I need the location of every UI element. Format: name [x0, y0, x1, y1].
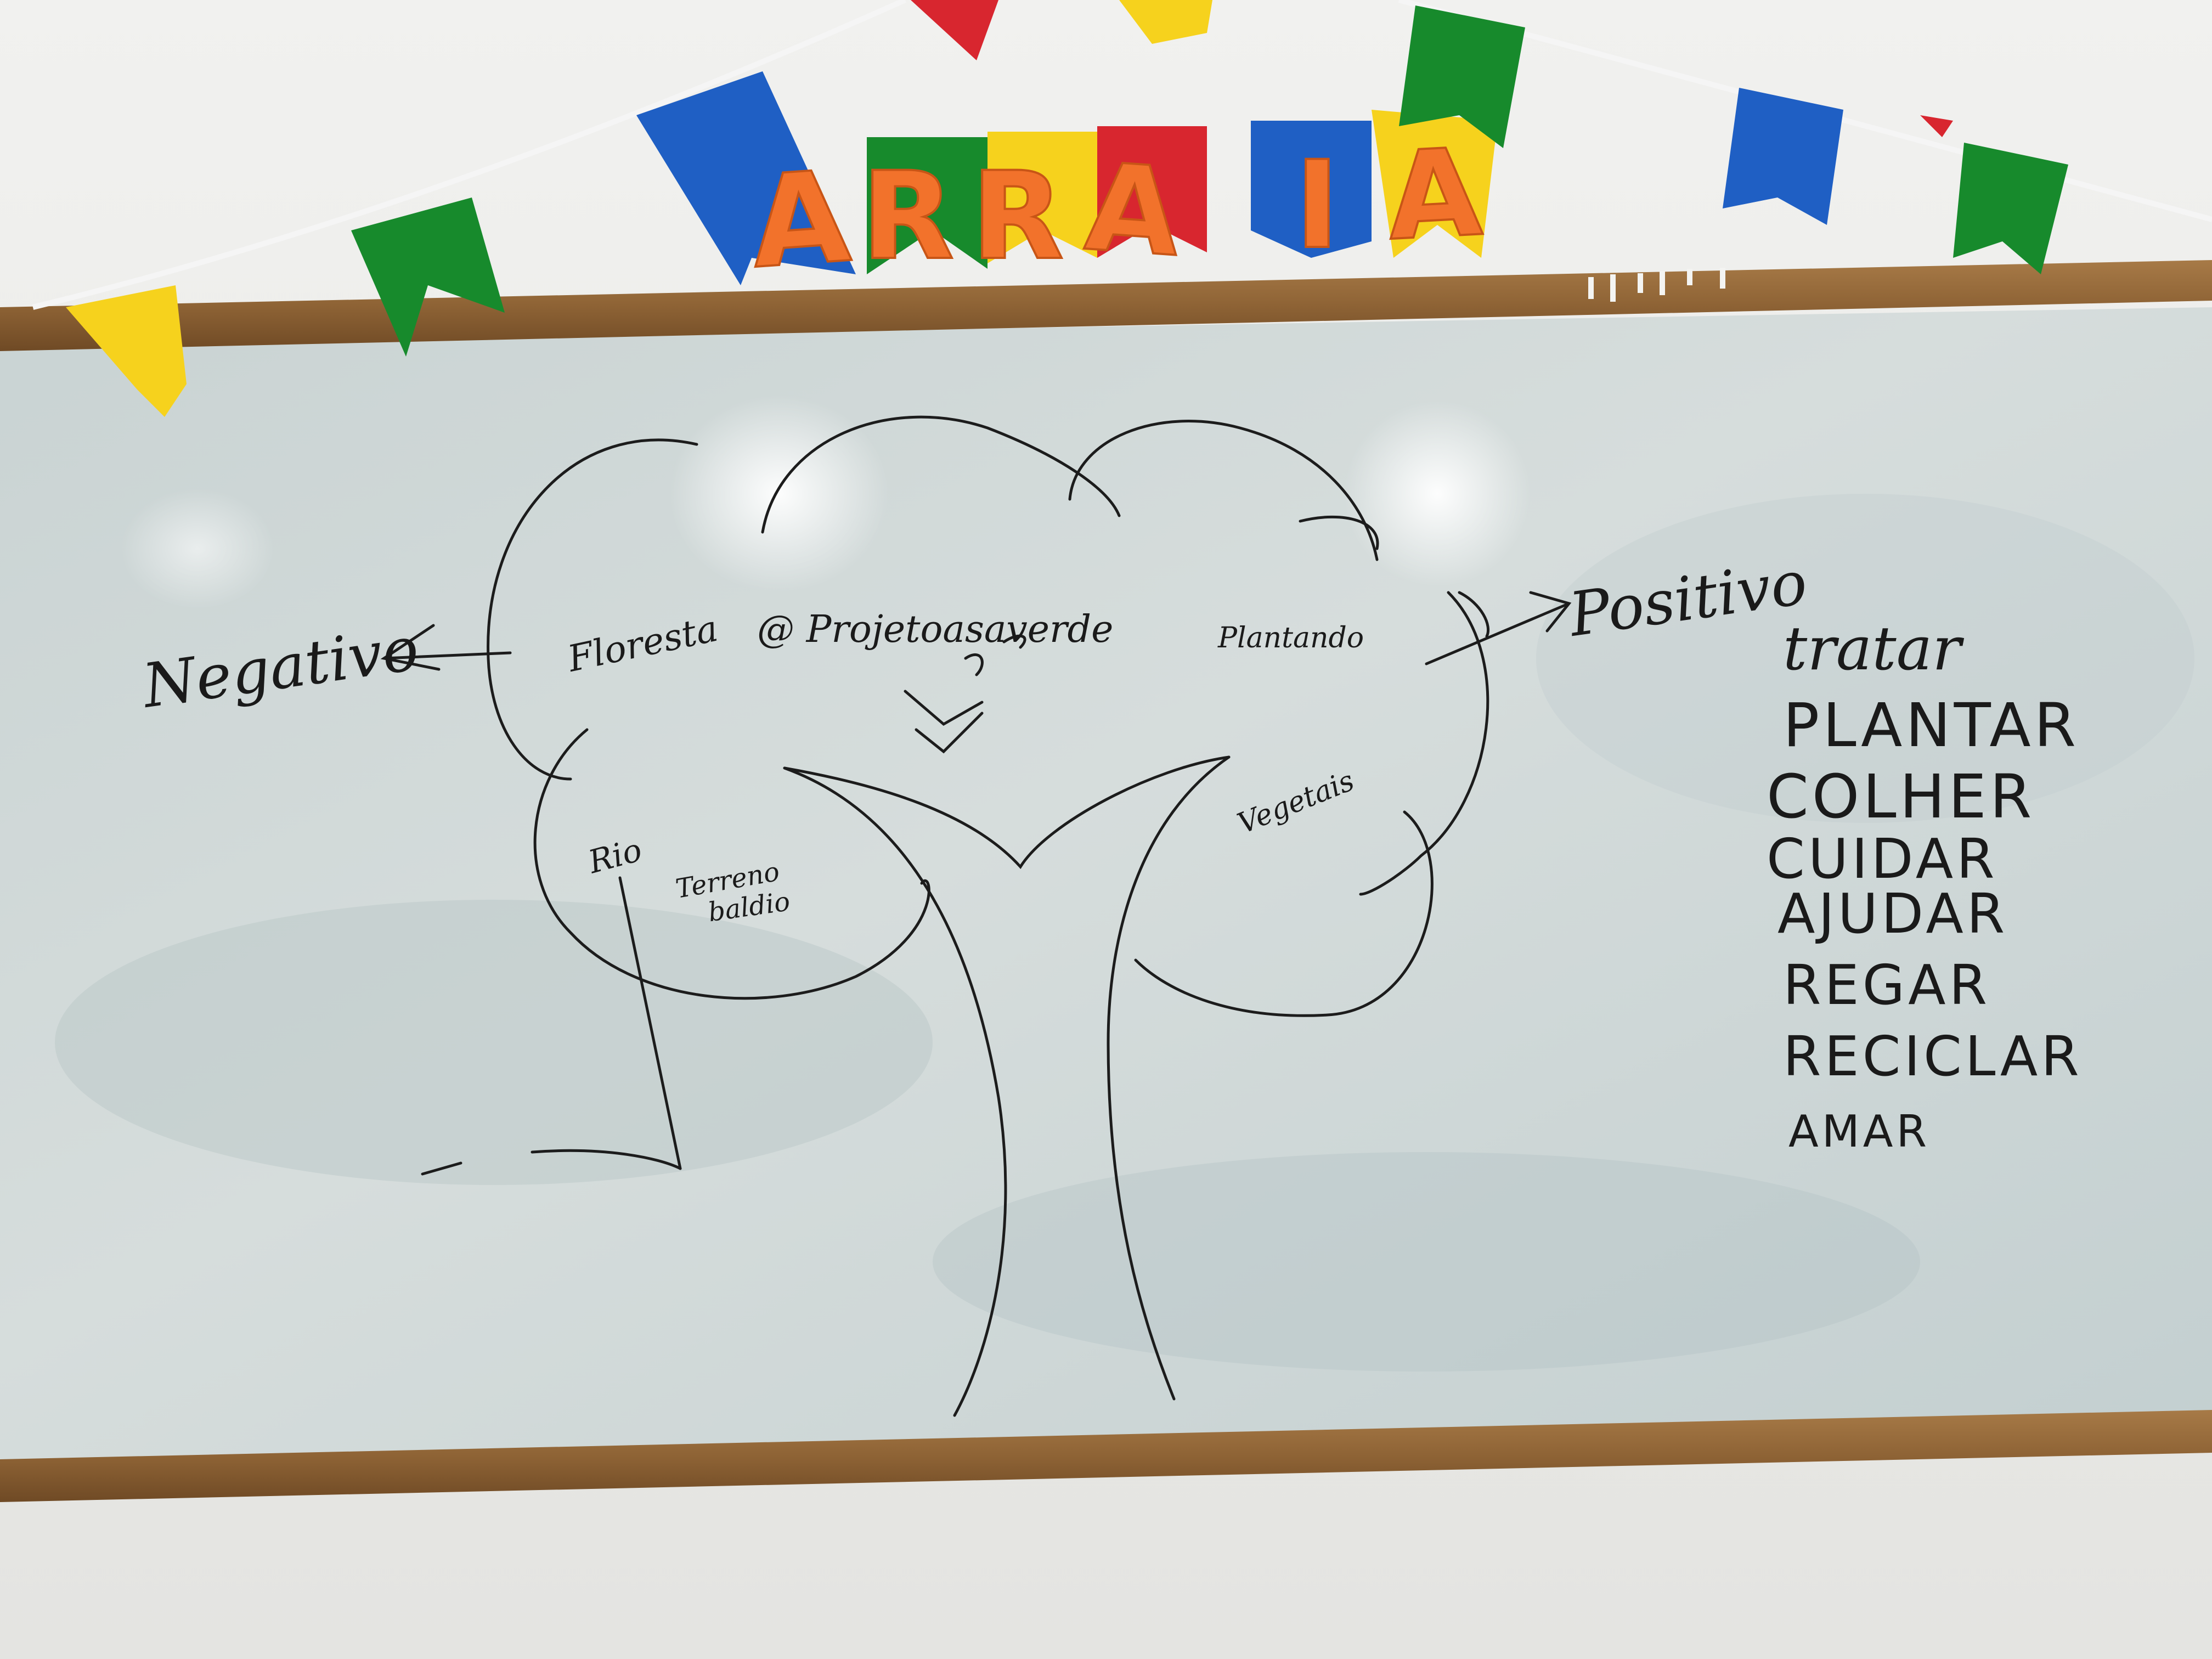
bunting-flag [66, 285, 187, 417]
tree-crown [1134, 810, 1434, 1017]
leaf-doodle [964, 653, 984, 676]
arraia-banner: A R R A I A [746, 121, 1486, 298]
plantando-label: Plantando [1217, 622, 1364, 654]
bunting-flag [911, 0, 998, 60]
tree-crown [487, 438, 698, 781]
verb-item: CUIDAR [1767, 827, 1998, 891]
board-frame-bottom [0, 1410, 2212, 1502]
verb-list: tratar PLANTAR COLHER CUIDAR AJUDAR REGA… [1767, 613, 2083, 1157]
paint-drips [1588, 268, 1725, 302]
check-mark [904, 690, 984, 726]
right-arrow-base [1458, 591, 1490, 638]
verb-item: PLANTAR [1783, 690, 2079, 760]
verb-item: AMAR [1788, 1106, 1930, 1157]
leaf-doodle [1002, 634, 1026, 649]
bunting-flag [1953, 143, 2068, 274]
tree-crown [1299, 515, 1379, 550]
tree-crown [1068, 420, 1379, 561]
bunting-flag [1097, 126, 1207, 258]
light-glare [669, 395, 889, 592]
pointer-line [618, 876, 682, 1170]
bunting-flag [1920, 115, 1953, 137]
bunting-flag [867, 137, 988, 274]
pointer-line [531, 1149, 682, 1170]
bunting-flag [1372, 110, 1498, 258]
banner-letter: A [747, 144, 854, 297]
tree-crown [1359, 591, 1489, 896]
banner-letter: A [1384, 122, 1485, 268]
whiteboard-surface [0, 307, 2212, 1465]
verb-item: COLHER [1767, 761, 2035, 832]
smudge [55, 900, 933, 1185]
verb-item: RECICLAR [1783, 1024, 2083, 1088]
bunting-flag [636, 71, 856, 285]
banner-letter: R [971, 146, 1064, 286]
pointer-line [421, 1161, 462, 1176]
smudge [1536, 494, 2194, 823]
verb-item: tratar [1783, 613, 1965, 684]
light-glare [1344, 400, 1531, 587]
banner-letter: A [1081, 137, 1184, 283]
bunting-flag [988, 132, 1097, 263]
check-mark [915, 712, 984, 754]
tree-trunk [1107, 755, 1231, 1401]
bunting-flag [1251, 121, 1372, 258]
bunting-string [32, 0, 907, 310]
tree-drawing [380, 415, 1572, 1417]
bunting-flag [1399, 5, 1525, 148]
banner-letter: I [1295, 135, 1340, 275]
instagram-handle: @ Projetoasaverde [757, 608, 1113, 651]
board-frame-top [0, 260, 2212, 351]
bunting-flag [1119, 0, 1212, 44]
right-arrow [1425, 591, 1572, 665]
bunting-flag [351, 198, 505, 357]
tree-trunk [783, 755, 1231, 870]
banner-letter: R [861, 146, 954, 286]
tree-crown [533, 728, 930, 1000]
bunting-flag [1723, 88, 1843, 225]
tree-trunk [783, 766, 1007, 1417]
smudge [933, 1152, 1920, 1372]
light-glare [121, 488, 274, 609]
left-arrow [380, 624, 512, 671]
verb-item: AJUDAR [1778, 882, 2008, 946]
verb-item: REGAR [1783, 953, 1990, 1017]
tree-crown [761, 415, 1121, 534]
